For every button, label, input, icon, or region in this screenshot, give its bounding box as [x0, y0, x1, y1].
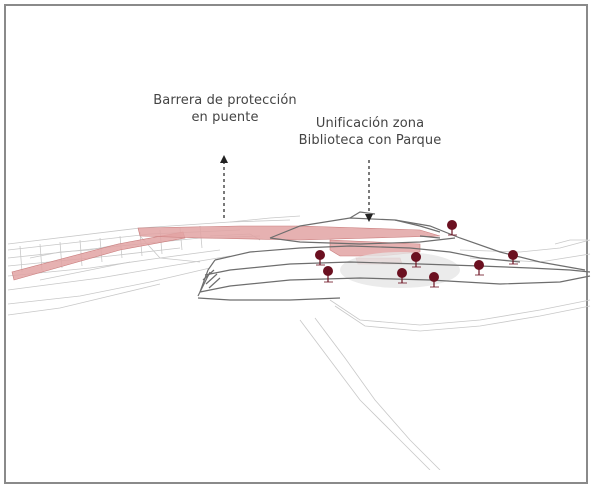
highlight-zones [11, 225, 441, 281]
tree-icon [323, 266, 333, 283]
annotation-barrera-line1: Barrera de protección [153, 93, 297, 108]
tree-icon [508, 250, 518, 265]
tree-icon [315, 250, 325, 266]
barrier-bridge-highlight [11, 231, 186, 281]
annotation-barrera: Barrera de protección en puente [140, 92, 310, 126]
trees [315, 220, 518, 288]
annotation-unificacion-line1: Unificación zona [315, 116, 425, 131]
tree-icon [474, 260, 484, 276]
dashed-arrow-icon-barrera [220, 155, 228, 218]
dashed-arrow-icon-unificacion [365, 160, 373, 222]
annotation-unificacion-line2: Biblioteca con Parque [298, 133, 442, 148]
tree-icon [447, 220, 457, 236]
tree-icon [411, 252, 421, 268]
site-contours [197, 211, 591, 301]
tree-icon [397, 268, 407, 284]
barrier-top-highlight [137, 225, 441, 241]
tree-icon [429, 272, 439, 288]
annotation-unificacion: Unificación zona Biblioteca con Parque [280, 115, 460, 149]
site-axonometric-drawing [7, 155, 591, 470]
annotation-barrera-line2: en puente [191, 110, 259, 125]
